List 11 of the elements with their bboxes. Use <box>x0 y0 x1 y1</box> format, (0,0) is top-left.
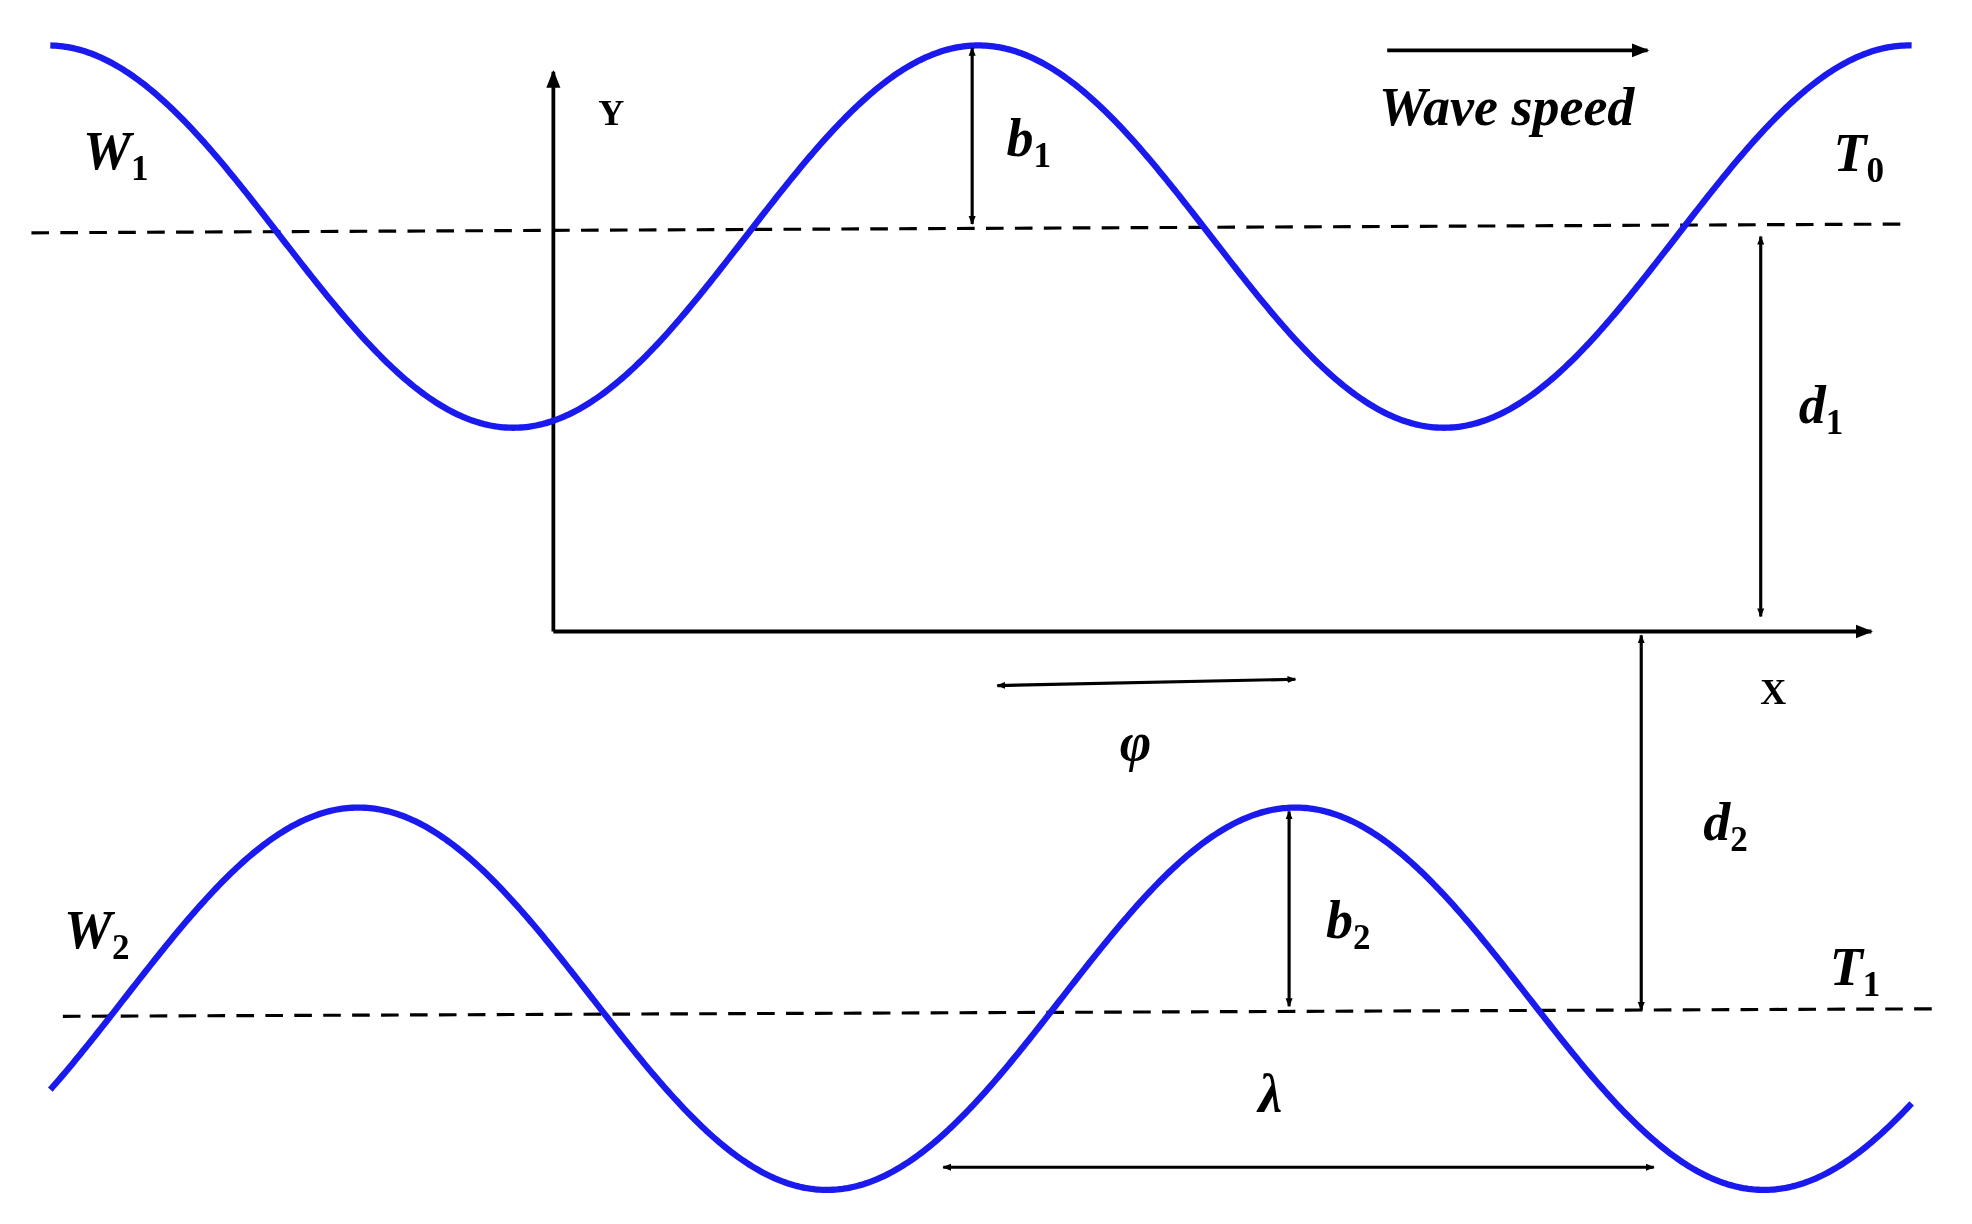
distance-label: d$_{2}$ <box>1703 794 1748 858</box>
wave-label: W$_{1}$ <box>82 123 149 187</box>
distance-label: d$_{1}$ <box>1798 377 1844 441</box>
amplitude-label: b$_{2}$ <box>1325 892 1371 956</box>
tension-label: T$_{1}$ <box>1829 939 1881 1003</box>
amplitude-label: b$_{1}$ <box>1006 110 1051 174</box>
wave-label: W$_{2}$ <box>64 903 130 966</box>
axis-label: Y <box>598 95 625 132</box>
tension-label: T$_{0}$ <box>1833 125 1885 189</box>
axis-label: X <box>1760 673 1787 710</box>
wavelength-label: λ <box>1258 1067 1283 1122</box>
